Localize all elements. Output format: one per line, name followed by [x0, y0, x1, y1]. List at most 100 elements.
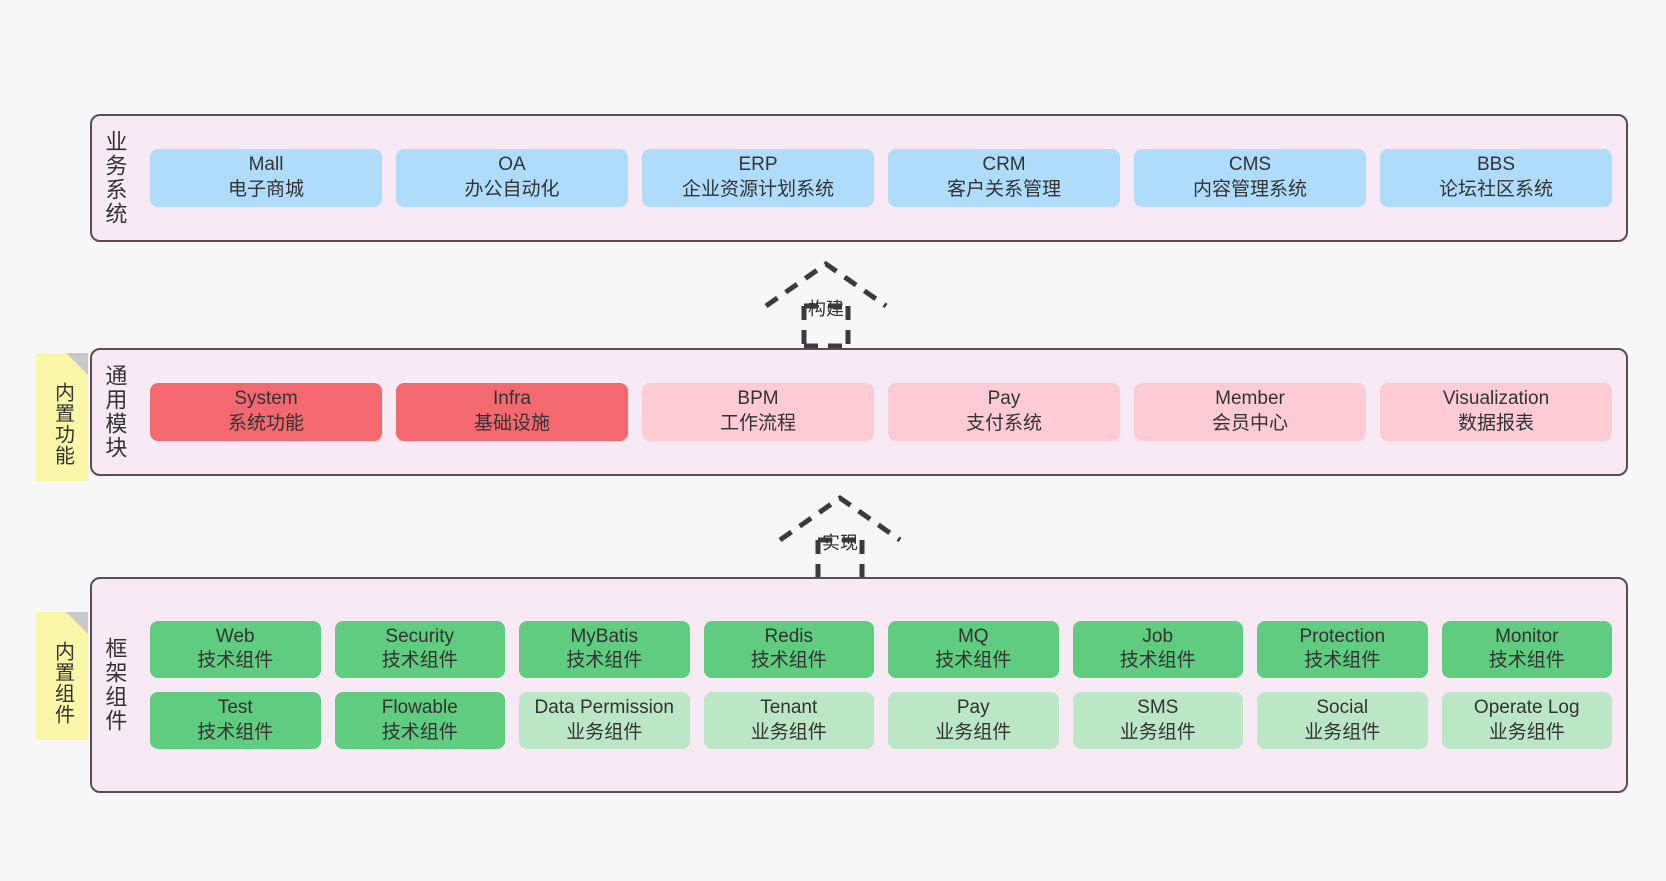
folded-corner-icon — [66, 353, 88, 375]
card-title: BBS — [1476, 154, 1516, 176]
connector-implement: 实现 — [772, 492, 912, 583]
layer-title-common-module: 通用模块 — [102, 364, 128, 460]
card-visualization[interactable]: Visualization 数据报表 — [1380, 383, 1612, 441]
card-crm[interactable]: CRM 客户关系管理 — [888, 149, 1120, 207]
card-subtitle: 业务组件 — [935, 721, 1012, 743]
card-title: Visualization — [1442, 388, 1550, 410]
layer-body-common-module: System 系统功能 Infra 基础设施 BPM 工作流程 Pay 支付系统… — [136, 350, 1626, 474]
card-title: CMS — [1228, 154, 1272, 176]
card-subtitle: 基础设施 — [473, 413, 550, 434]
card-title: Monitor — [1495, 625, 1559, 647]
layer-business-system: 业务系统 Mall 电子商城 OA 办公自动化 ERP 企业资源计划系统 CRM… — [90, 114, 1628, 242]
card-subtitle: 技术组件 — [750, 650, 827, 672]
card-subtitle: 技术组件 — [381, 650, 458, 672]
card-title: Web — [215, 625, 255, 647]
card-title: BPM — [737, 388, 779, 410]
card-title: Job — [1142, 625, 1174, 647]
card-title: Pay — [956, 697, 990, 718]
card-data-permission[interactable]: Data Permission 业务组件 — [519, 692, 690, 750]
card-tenant[interactable]: Tenant 业务组件 — [703, 692, 874, 750]
card-redis[interactable]: Redis 技术组件 — [703, 620, 874, 678]
card-subtitle: 系统功能 — [227, 413, 304, 434]
card-flowable[interactable]: Flowable 技术组件 — [334, 692, 505, 750]
card-subtitle: 会员中心 — [1211, 413, 1288, 434]
card-row: System 系统功能 Infra 基础设施 BPM 工作流程 Pay 支付系统… — [150, 383, 1612, 441]
card-title: Infra — [492, 388, 532, 410]
card-title: Social — [1316, 697, 1369, 718]
card-system[interactable]: System 系统功能 — [150, 383, 382, 441]
card-row: Mall 电子商城 OA 办公自动化 ERP 企业资源计划系统 CRM 客户关系… — [150, 149, 1612, 207]
card-row: Web 技术组件 Security 技术组件 MyBatis 技术组件 Redi… — [150, 620, 1612, 678]
card-subtitle: 技术组件 — [1304, 650, 1381, 672]
card-title: Test — [217, 697, 253, 718]
card-subtitle: 业务组件 — [1488, 721, 1565, 743]
card-title: Pay — [987, 388, 1021, 410]
card-infra[interactable]: Infra 基础设施 — [396, 383, 628, 441]
card-subtitle: 支付系统 — [965, 413, 1042, 434]
card-erp[interactable]: ERP 企业资源计划系统 — [642, 149, 874, 207]
card-operate-log[interactable]: Operate Log 业务组件 — [1441, 692, 1612, 750]
card-subtitle: 业务组件 — [1304, 721, 1381, 743]
card-sms[interactable]: SMS 业务组件 — [1072, 692, 1243, 750]
card-subtitle: 企业资源计划系统 — [681, 179, 834, 200]
card-title: Protection — [1299, 625, 1386, 647]
sticky-note-builtin-feature: 内置功能 — [36, 353, 88, 481]
card-pay-business[interactable]: Pay 业务组件 — [888, 692, 1059, 750]
layer-title-business: 业务系统 — [102, 130, 128, 226]
sticky-note-label: 内置功能 — [51, 382, 74, 466]
card-title: Tenant — [760, 697, 818, 718]
card-bpm[interactable]: BPM 工作流程 — [642, 383, 874, 441]
card-subtitle: 数据报表 — [1457, 413, 1534, 434]
layer-body-framework-component: Web 技术组件 Security 技术组件 MyBatis 技术组件 Redi… — [136, 579, 1626, 791]
card-title: MQ — [957, 625, 989, 647]
connector-label-build: 构建 — [808, 299, 844, 319]
connector-label-implement: 实现 — [822, 533, 858, 553]
card-member[interactable]: Member 会员中心 — [1134, 383, 1366, 441]
card-title: Member — [1215, 388, 1285, 410]
card-title: Flowable — [381, 697, 458, 718]
card-subtitle: 论坛社区系统 — [1438, 179, 1553, 200]
card-oa[interactable]: OA 办公自动化 — [396, 149, 628, 207]
card-security[interactable]: Security 技术组件 — [334, 620, 505, 678]
card-subtitle: 内容管理系统 — [1192, 179, 1307, 200]
card-subtitle: 业务组件 — [566, 721, 643, 743]
card-title: MyBatis — [570, 625, 639, 647]
card-bbs[interactable]: BBS 论坛社区系统 — [1380, 149, 1612, 207]
card-row: Test 技术组件 Flowable 技术组件 Data Permission … — [150, 692, 1612, 750]
layer-title-framework-component: 框架组件 — [102, 637, 128, 733]
card-title: Redis — [764, 625, 814, 647]
card-web[interactable]: Web 技术组件 — [150, 620, 321, 678]
card-title: Data Permission — [534, 697, 674, 718]
sticky-note-builtin-component: 内置组件 — [36, 612, 88, 740]
card-job[interactable]: Job 技术组件 — [1072, 620, 1243, 678]
card-protection[interactable]: Protection 技术组件 — [1257, 620, 1428, 678]
card-subtitle: 技术组件 — [1488, 650, 1565, 672]
card-subtitle: 客户关系管理 — [946, 179, 1061, 200]
card-mall[interactable]: Mall 电子商城 — [150, 149, 382, 207]
card-mybatis[interactable]: MyBatis 技术组件 — [519, 620, 690, 678]
card-social[interactable]: Social 业务组件 — [1257, 692, 1428, 750]
card-title: Mall — [248, 154, 284, 176]
card-monitor[interactable]: Monitor 技术组件 — [1441, 620, 1612, 678]
card-title: System — [234, 388, 298, 410]
card-subtitle: 办公自动化 — [464, 179, 560, 200]
card-test[interactable]: Test 技术组件 — [150, 692, 321, 750]
card-subtitle: 电子商城 — [227, 179, 304, 200]
card-title: Operate Log — [1473, 697, 1580, 718]
card-subtitle: 技术组件 — [1119, 650, 1196, 672]
layer-body-business: Mall 电子商城 OA 办公自动化 ERP 企业资源计划系统 CRM 客户关系… — [136, 116, 1626, 240]
connector-build: 构建 — [758, 258, 898, 349]
card-cms[interactable]: CMS 内容管理系统 — [1134, 149, 1366, 207]
card-mq[interactable]: MQ 技术组件 — [888, 620, 1059, 678]
card-title: CRM — [982, 154, 1026, 176]
card-subtitle: 业务组件 — [750, 721, 827, 743]
card-subtitle: 业务组件 — [1119, 721, 1196, 743]
card-subtitle: 技术组件 — [381, 721, 458, 743]
card-subtitle: 技术组件 — [935, 650, 1012, 672]
card-subtitle: 技术组件 — [197, 650, 274, 672]
card-title: ERP — [738, 154, 778, 176]
card-subtitle: 技术组件 — [197, 721, 274, 743]
layer-framework-component: 框架组件 Web 技术组件 Security 技术组件 MyBatis 技术组件… — [90, 577, 1628, 793]
card-pay[interactable]: Pay 支付系统 — [888, 383, 1120, 441]
card-title: OA — [498, 154, 526, 176]
